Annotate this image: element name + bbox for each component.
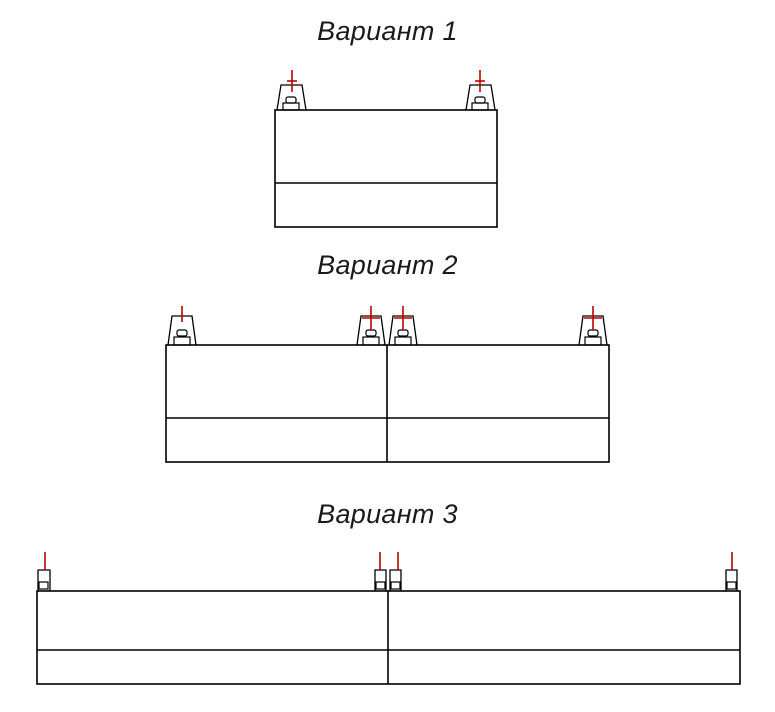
variant-1-title: Вариант 1	[317, 16, 458, 46]
variant-3-title: Вариант 3	[317, 499, 458, 529]
mount-bracket-right	[465, 70, 496, 111]
mount-bracket-1	[37, 552, 51, 591]
variant-2-title: Вариант 2	[317, 250, 458, 280]
mount-bracket-1	[167, 306, 197, 346]
variant-2-unit	[165, 306, 610, 463]
mount-bracket-3	[388, 306, 418, 346]
mount-bracket-left	[276, 70, 307, 111]
mount-bracket-4	[578, 306, 608, 346]
mount-bracket-2	[374, 552, 387, 591]
variant-1-unit	[274, 70, 498, 228]
mount-bracket-2	[356, 306, 386, 346]
panel-body	[274, 109, 498, 228]
mount-bracket-3	[389, 552, 402, 591]
mount-bracket-4	[725, 552, 738, 591]
variant-3-unit	[36, 552, 741, 685]
